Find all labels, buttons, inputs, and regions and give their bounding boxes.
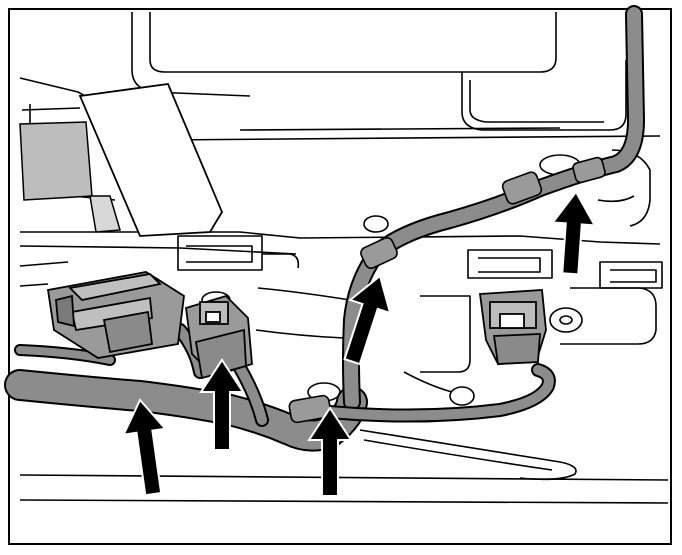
center-left-connector [185,294,253,380]
upper-left-bracket [78,83,224,237]
arrow-4 [343,274,392,366]
arrow-5 [550,190,597,276]
left-multi-pin-connector [46,271,185,359]
arrow-3 [307,406,353,497]
arrow-2 [199,358,245,451]
harness-clip-upper [501,171,543,205]
harness-clips [288,156,606,424]
arrow-1 [121,398,168,497]
harness-clip-lower [288,394,332,424]
upper-left-bracket-shadow [19,121,93,201]
figure-frame [8,8,672,545]
upper-left-bracket-foot [89,195,121,233]
right-connector [478,289,547,365]
harness-clip-middle [360,237,398,269]
indicator-arrows [121,190,597,497]
harness-clip-right [572,156,606,184]
